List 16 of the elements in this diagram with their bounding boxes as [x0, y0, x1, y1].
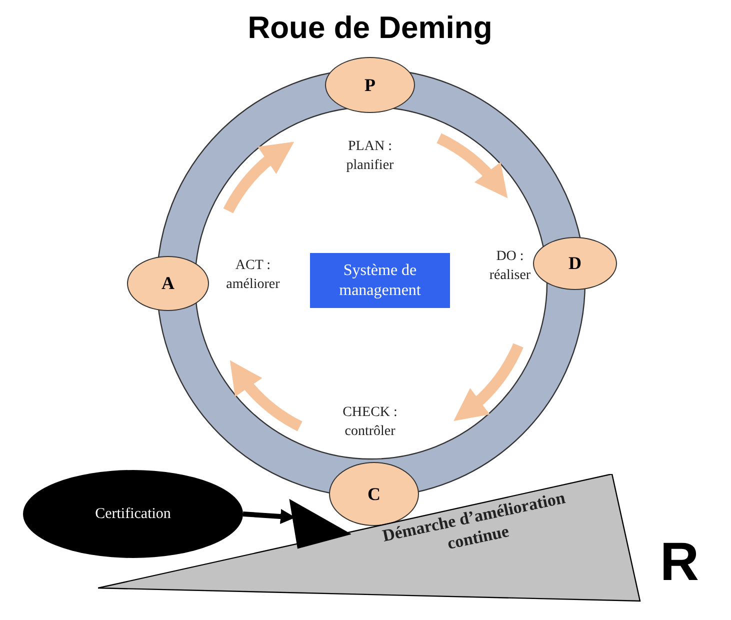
- phase-label: CHECK : contrôler: [342, 404, 398, 441]
- phase-ellipse: A: [127, 256, 209, 311]
- chock-triangle: [289, 499, 351, 549]
- corner-letter: R: [660, 535, 699, 589]
- title: Roue de Deming: [246, 10, 494, 46]
- phase-ellipse: P: [325, 57, 415, 113]
- system-box: Système de management: [310, 253, 450, 308]
- curved-arrow: [223, 140, 294, 214]
- curved-arrow: [454, 342, 524, 422]
- phase-label: ACT : améliorer: [225, 257, 281, 294]
- phase-ellipse: D: [533, 237, 617, 290]
- curved-arrow: [229, 360, 303, 432]
- phase-label: PLAN : planifier: [345, 138, 395, 175]
- phase-label: DO : réaliser: [488, 248, 532, 285]
- certification-ellipse: Certification: [23, 470, 243, 558]
- curved-arrow: [436, 133, 508, 198]
